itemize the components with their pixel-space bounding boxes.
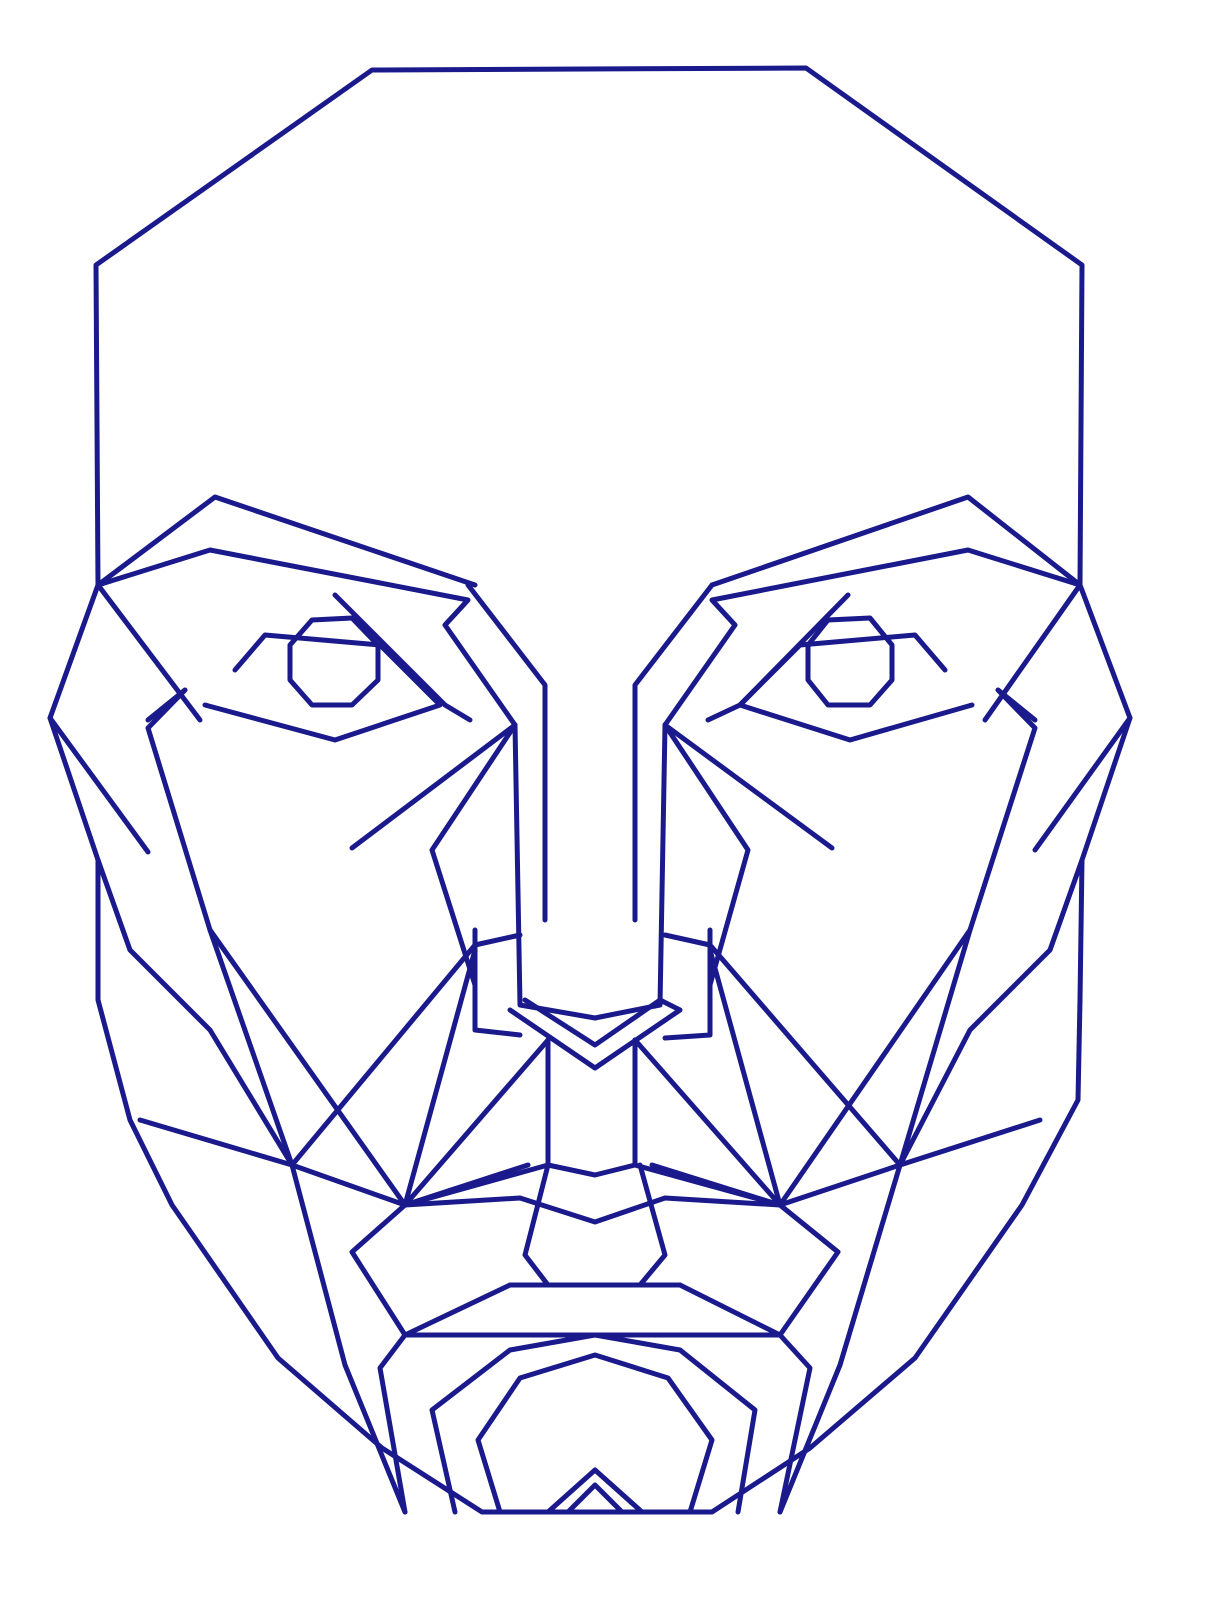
face-mask-diagram <box>0 0 1206 1600</box>
